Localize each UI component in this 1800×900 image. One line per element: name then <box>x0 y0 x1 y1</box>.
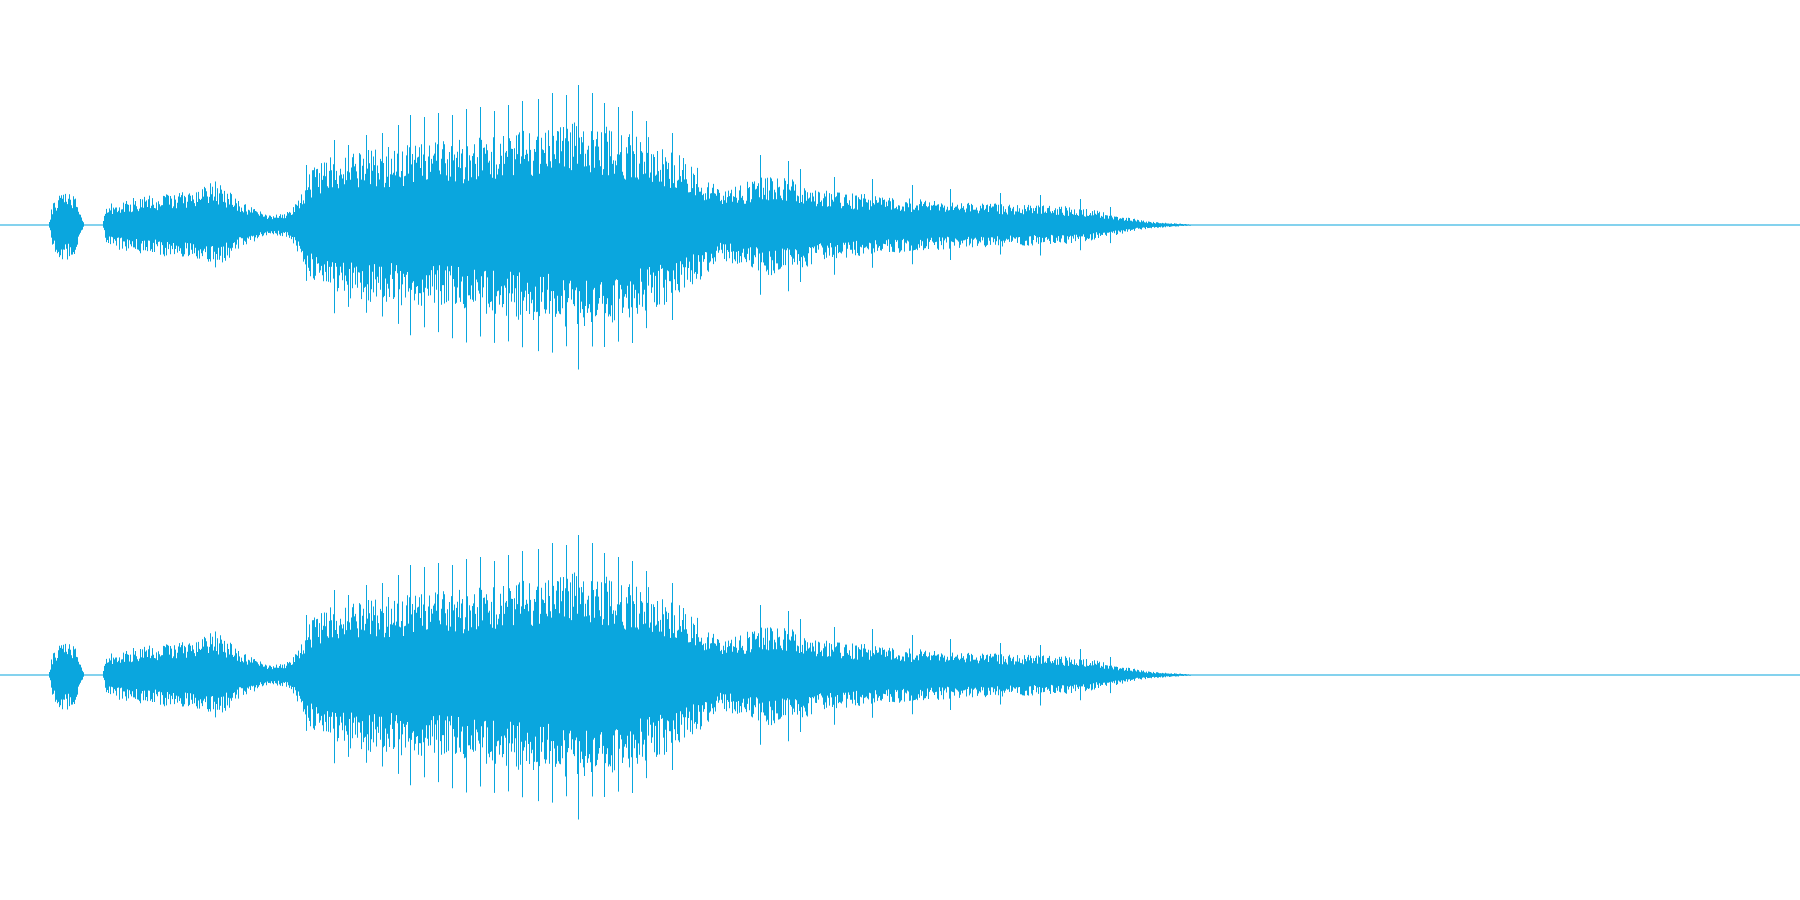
waveform-channel-2 <box>0 535 1800 820</box>
waveform-trace <box>49 85 1200 370</box>
waveform-trace <box>49 535 1200 820</box>
waveform-channel-1 <box>0 85 1800 370</box>
